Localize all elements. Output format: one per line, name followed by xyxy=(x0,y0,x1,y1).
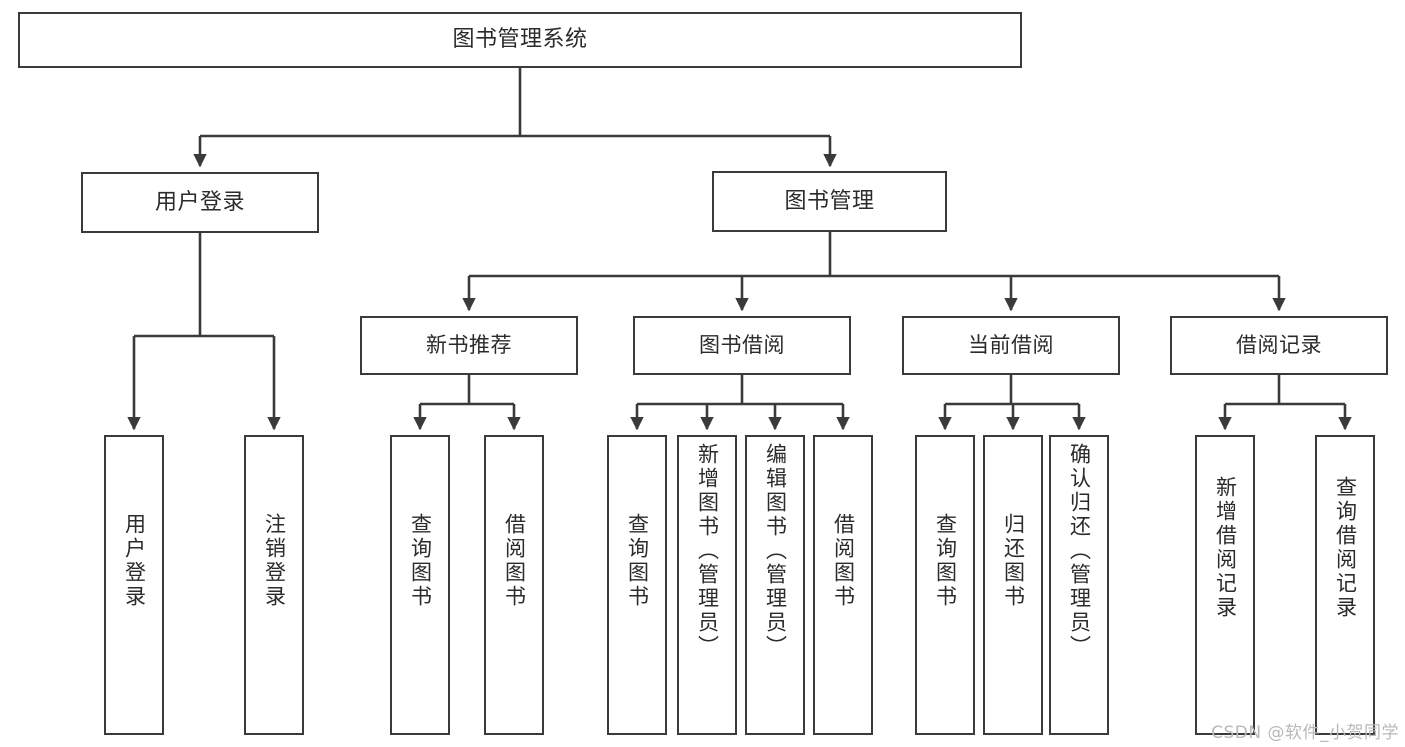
node-leaf-user-login[interactable]: 用户登录 xyxy=(104,435,164,735)
node-borrow-record[interactable]: 借阅记录 xyxy=(1170,316,1388,375)
node-leaf-query-record[interactable]: 查询借阅记录 xyxy=(1315,435,1375,735)
node-current-borrow-label: 当前借阅 xyxy=(968,333,1054,358)
node-root-label: 图书管理系统 xyxy=(452,27,588,53)
node-leaf-return-book[interactable]: 归还图书 xyxy=(983,435,1043,735)
node-user-login[interactable]: 用户登录 xyxy=(81,172,319,233)
node-leaf-borrow-book-2[interactable]: 借阅图书 xyxy=(813,435,873,735)
node-book-manage[interactable]: 图书管理 xyxy=(712,171,947,232)
node-leaf-query-book-3-label: 查询图书 xyxy=(933,513,958,609)
node-leaf-return-book-label: 归还图书 xyxy=(1001,513,1026,609)
node-leaf-query-book-1[interactable]: 查询图书 xyxy=(390,435,450,735)
node-leaf-add-record[interactable]: 新增借阅记录 xyxy=(1195,435,1255,735)
node-leaf-query-book-2-label: 查询图书 xyxy=(625,513,650,609)
node-leaf-edit-book[interactable]: 编辑图书（管理员） xyxy=(745,435,805,735)
node-leaf-borrow-book-2-label: 借阅图书 xyxy=(831,513,856,609)
node-user-login-label: 用户登录 xyxy=(154,189,245,215)
node-book-borrow[interactable]: 图书借阅 xyxy=(633,316,851,375)
node-leaf-query-book-2[interactable]: 查询图书 xyxy=(607,435,667,735)
node-current-borrow[interactable]: 当前借阅 xyxy=(902,316,1120,375)
node-leaf-query-record-label: 查询借阅记录 xyxy=(1333,476,1358,620)
node-leaf-logout-login[interactable]: 注销登录 xyxy=(244,435,304,735)
node-borrow-record-label: 借阅记录 xyxy=(1236,333,1322,358)
node-book-manage-label: 图书管理 xyxy=(784,188,875,214)
node-leaf-confirm-return[interactable]: 确认归还（管理员） xyxy=(1049,435,1109,735)
node-leaf-add-book-label: 新增图书（管理员） xyxy=(695,443,720,659)
node-new-book-recommend[interactable]: 新书推荐 xyxy=(360,316,578,375)
node-leaf-borrow-book-1-label: 借阅图书 xyxy=(502,513,527,609)
node-new-book-recommend-label: 新书推荐 xyxy=(426,333,512,358)
node-leaf-logout-login-label: 注销登录 xyxy=(262,513,287,609)
node-leaf-add-book[interactable]: 新增图书（管理员） xyxy=(677,435,737,735)
node-leaf-user-login-label: 用户登录 xyxy=(122,513,147,609)
node-leaf-confirm-return-label: 确认归还（管理员） xyxy=(1067,443,1092,659)
node-book-borrow-label: 图书借阅 xyxy=(699,333,785,358)
node-leaf-query-book-1-label: 查询图书 xyxy=(408,513,433,609)
node-root[interactable]: 图书管理系统 xyxy=(18,12,1022,68)
node-leaf-borrow-book-1[interactable]: 借阅图书 xyxy=(484,435,544,735)
node-leaf-edit-book-label: 编辑图书（管理员） xyxy=(763,443,788,659)
node-leaf-query-book-3[interactable]: 查询图书 xyxy=(915,435,975,735)
node-leaf-add-record-label: 新增借阅记录 xyxy=(1213,476,1238,620)
